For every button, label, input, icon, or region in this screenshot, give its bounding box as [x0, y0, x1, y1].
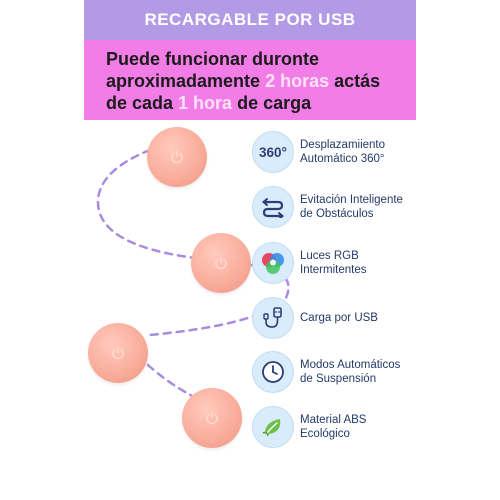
feature-label: Carga por USB [300, 312, 378, 324]
feature-obstacle: Evitación Inteligente de Obstáculos [252, 185, 432, 229]
toy-ball-4 [182, 388, 242, 448]
power-icon [215, 256, 227, 270]
power-icon [206, 411, 218, 425]
intro-highlight-charge: 1 hora [178, 93, 233, 113]
feature-label: Material ABS Ecológico [300, 414, 367, 440]
rgb-lights-icon [252, 242, 294, 284]
leaf-icon [252, 406, 294, 448]
feature-label: Desplazamiiento Automático 360° [300, 139, 386, 165]
intro-text-1: Puede funcionar duronte aproximadamente [106, 49, 320, 91]
clock-icon [252, 351, 294, 393]
feature-sleep: Modos Automáticos de Suspensión [252, 350, 432, 394]
toy-ball-1 [147, 127, 207, 187]
feature-360: 360° Desplazamiiento Automático 360° [252, 130, 432, 174]
feature-rgb: Luces RGB Intermitentes [252, 241, 432, 285]
toy-ball-2 [191, 233, 251, 293]
toy-ball-3 [88, 323, 148, 383]
feature-label: Modos Automáticos de Suspensión [300, 359, 401, 385]
intro-text-2: actás de cada [106, 71, 381, 113]
obstacle-avoid-icon [252, 186, 294, 228]
header-banner: RECARGABLE POR USB [84, 0, 416, 40]
usb-cable-icon [252, 297, 294, 339]
intro-text-3: de carga [232, 93, 312, 113]
feature-label: Luces RGB Intermitentes [300, 250, 367, 276]
rotation-360-icon: 360° [252, 131, 294, 173]
feature-label: Evitación Inteligente de Obstáculos [300, 194, 403, 220]
intro-banner: Puede funcionar duronte aproximadamente … [84, 40, 416, 120]
power-icon [171, 150, 183, 164]
icon-360-text: 360° [259, 144, 287, 160]
header-title: RECARGABLE POR USB [144, 10, 356, 29]
intro-highlight-hours: 2 horas [265, 71, 330, 91]
power-icon [112, 346, 124, 360]
feature-usb: Carga por USB [252, 296, 432, 340]
feature-abs: Material ABS Ecológico [252, 405, 432, 449]
